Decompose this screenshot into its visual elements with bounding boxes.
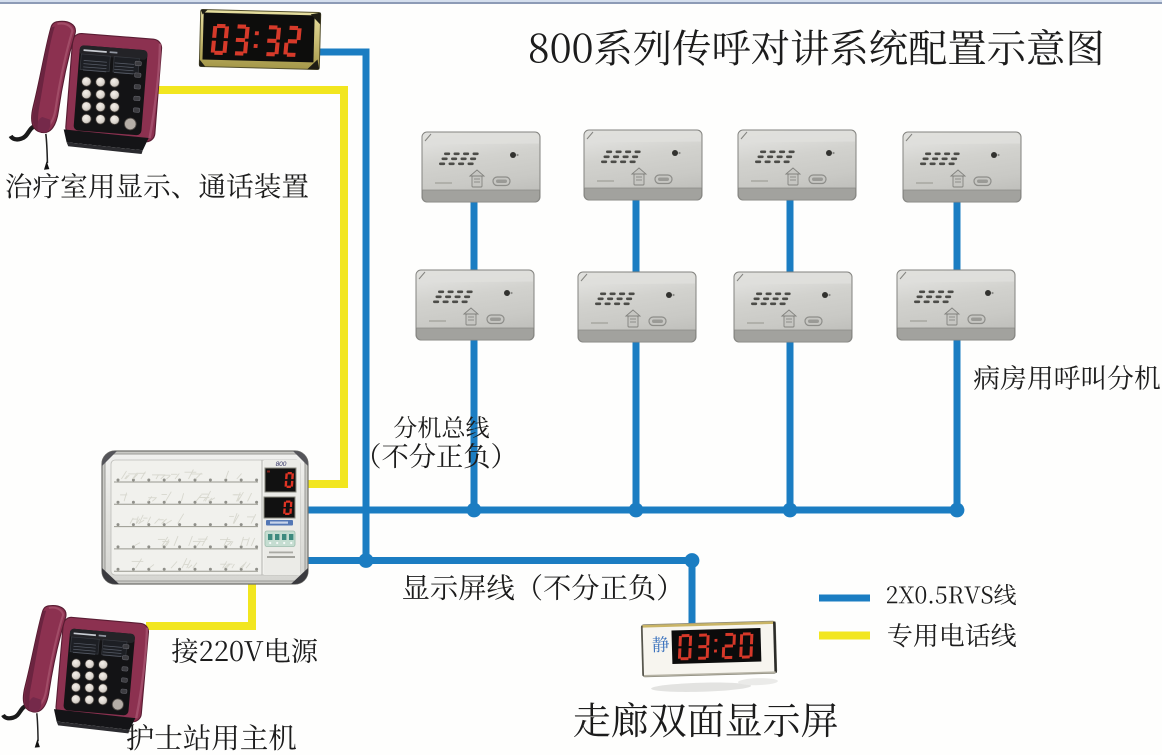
- svg-text:800: 800: [276, 461, 287, 468]
